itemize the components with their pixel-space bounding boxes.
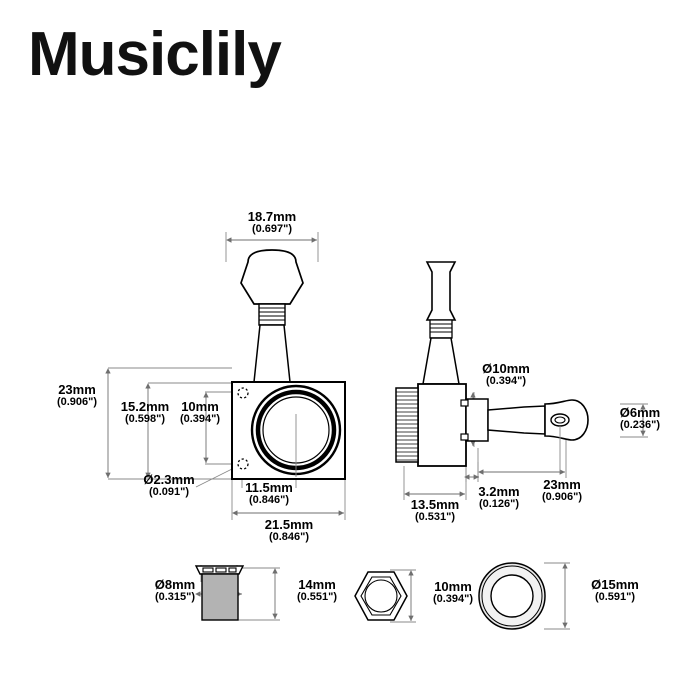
- bushing-body: [201, 573, 239, 621]
- button-collar-side: [429, 319, 453, 339]
- button-collar-front: [258, 303, 286, 326]
- dim-plate-height: 15.2mm (0.598"): [120, 399, 170, 425]
- hex-nut-bore: [364, 579, 398, 613]
- collar-tab-top: [460, 399, 469, 407]
- mount-collar-side: [465, 398, 489, 442]
- dim-post-hole-dia: Ø10mm (0.394"): [482, 361, 530, 387]
- button-shaft-side: [422, 337, 460, 385]
- dim-post-dia: Ø6mm (0.236"): [619, 405, 661, 431]
- bushing-view: [194, 565, 245, 621]
- screw-hole-bottom: [237, 458, 249, 470]
- tuner-button-side: [425, 261, 457, 321]
- collar-tab-bottom: [460, 433, 469, 441]
- screw-hole-top: [237, 387, 249, 399]
- gear-housing-side: [417, 383, 467, 467]
- washer-bore: [490, 574, 534, 618]
- hex-nut-view: [354, 571, 408, 621]
- collar-ribs-side: [430, 323, 452, 333]
- side-view: [395, 261, 589, 472]
- dim-post-length: 23mm (0.906"): [541, 477, 583, 503]
- dim-plate-width: 21.5mm (0.846"): [264, 517, 314, 543]
- dim-nut-size: 10mm (0.394"): [432, 579, 474, 605]
- dim-screw-hole-dia: Ø2.3mm (0.091"): [143, 472, 195, 498]
- dim-screw-spacing: 10mm (0.394"): [179, 399, 221, 425]
- washer-view: [478, 562, 546, 630]
- string-hole-inner: [554, 416, 566, 424]
- dim-hole-offset: 11.5mm (0.846"): [245, 480, 293, 506]
- string-post-shaft: [487, 405, 546, 435]
- dim-collar-depth: 3.2mm (0.126"): [478, 484, 520, 510]
- collar-ribs: [259, 307, 285, 321]
- knurl-ribs: [396, 391, 418, 461]
- dim-washer-dia: Ø15mm (0.591"): [591, 577, 639, 603]
- base-plate-front: [231, 381, 346, 480]
- dim-button-width: 18.7mm (0.697"): [247, 209, 297, 235]
- front-view: [231, 249, 346, 480]
- tuner-button-front: [240, 249, 304, 305]
- knurled-knob: [395, 387, 419, 463]
- dim-overall-height: 23mm (0.906"): [56, 382, 98, 408]
- brand-logo: Musiclily: [28, 20, 282, 89]
- button-shaft-front: [253, 324, 291, 383]
- dim-body-depth: 13.5mm (0.531"): [410, 497, 460, 523]
- dim-bushing-length: 14mm (0.551"): [296, 577, 338, 603]
- bushing-flange-slots: [202, 567, 237, 573]
- dim-bushing-dia: Ø8mm (0.315"): [154, 577, 196, 603]
